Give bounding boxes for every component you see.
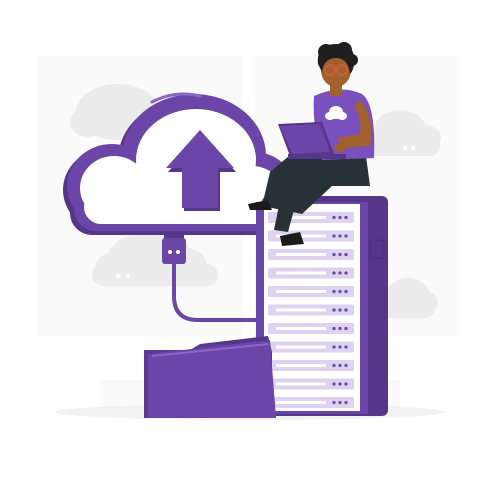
server-slot-led	[338, 289, 342, 294]
server-slot-line	[276, 382, 326, 386]
server-slot-led	[332, 252, 336, 257]
server-slot-led	[332, 345, 336, 349]
server-slot-line	[276, 271, 326, 275]
server-slot-led	[344, 308, 348, 312]
server-slot-led	[344, 234, 348, 238]
server-slot-led	[332, 289, 336, 294]
server-slot-led	[332, 382, 336, 386]
background-cloud-right	[360, 110, 441, 156]
server-slot-led	[338, 345, 342, 349]
server-slot-led	[344, 289, 348, 294]
server-slot-line	[276, 364, 326, 367]
server-slot-led	[344, 271, 348, 275]
server-slot-led	[338, 215, 342, 220]
server-slot-line	[276, 216, 326, 219]
shirt-cloud-icon	[325, 106, 347, 120]
server-slot-led	[338, 382, 342, 386]
upload-arrow-icon	[166, 130, 236, 211]
server-slot-led	[332, 308, 336, 312]
server-slot-led	[332, 271, 336, 275]
server-slot-led	[338, 234, 342, 238]
server-slot-led	[338, 363, 342, 368]
server-slot-led	[332, 234, 336, 238]
server-slot-line	[276, 290, 326, 293]
server-slot-led	[332, 326, 336, 331]
server-slot-led	[332, 363, 336, 368]
server-slot-led	[344, 400, 348, 405]
server-slot-led	[338, 271, 342, 275]
server-slot-led	[344, 363, 348, 368]
server-slot-led	[338, 308, 342, 312]
server-slot-led	[344, 382, 348, 386]
server-slot-line	[276, 401, 326, 404]
right-shoe	[280, 232, 304, 246]
server-slot-led	[344, 345, 348, 349]
server-slot-led	[344, 326, 348, 331]
usb-cable	[172, 260, 272, 322]
server-slot-line	[276, 345, 326, 349]
laptop-icon	[278, 122, 346, 159]
server-slot-led	[332, 400, 336, 405]
server-slot-line	[276, 253, 326, 256]
server-slot-led	[338, 326, 342, 331]
server-slot-led	[338, 400, 342, 405]
background-cloud-bottom-right	[380, 278, 438, 318]
server-slot-led	[338, 252, 342, 257]
left-shoe	[248, 200, 272, 210]
server-slot-led	[344, 215, 348, 220]
person-with-laptop	[248, 42, 375, 246]
glasses	[324, 64, 348, 76]
server-slot-led	[332, 215, 336, 220]
folder-icon	[144, 336, 276, 418]
server-slot-line	[276, 327, 326, 330]
server-slot-led	[344, 252, 348, 257]
server-slot-line	[276, 308, 326, 312]
server-slots	[268, 212, 354, 408]
